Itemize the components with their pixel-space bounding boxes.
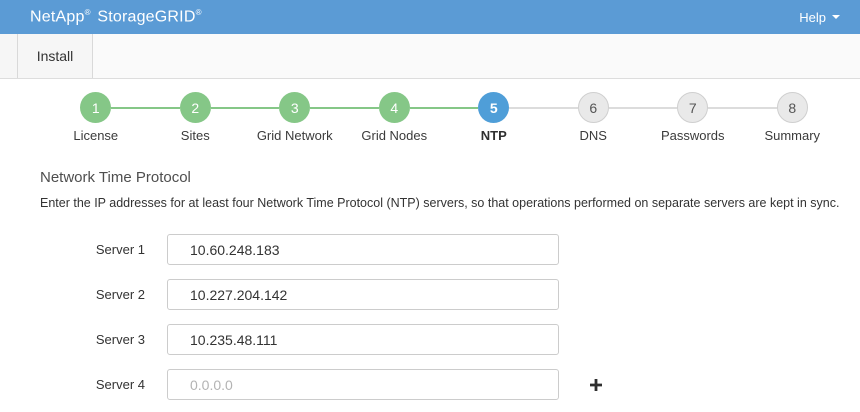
server-4-input[interactable] — [167, 369, 559, 400]
step-connector — [310, 107, 379, 109]
app-header: NetApp® StorageGRID® Help — [0, 0, 860, 34]
server-2-row: Server 2 — [40, 279, 860, 310]
help-menu[interactable]: Help — [799, 10, 840, 25]
step-label: License — [73, 128, 119, 143]
registered-mark: ® — [84, 7, 91, 17]
step-license[interactable]: 1 License — [46, 92, 146, 143]
step-ntp[interactable]: 5 NTP — [409, 92, 544, 143]
step-circle: 3 — [279, 92, 311, 123]
tab-install-label: Install — [36, 48, 74, 64]
page-title: Network Time Protocol — [40, 169, 191, 186]
tabbar-edge-cell — [0, 34, 18, 78]
server-3-row: Server 3 — [40, 324, 860, 355]
server-1-row: Server 1 — [40, 234, 860, 265]
brand-storagegrid: StorageGRID — [97, 8, 196, 26]
brand-title: NetApp® StorageGRID® — [30, 8, 204, 26]
step-circle: 5 — [478, 92, 510, 123]
step-circle: 8 — [776, 92, 808, 123]
server-1-input[interactable] — [167, 234, 559, 265]
step-connector — [708, 107, 777, 109]
help-label: Help — [799, 9, 826, 25]
step-grid-nodes[interactable]: 4 Grid Nodes — [310, 92, 445, 143]
install-stepper: 1 License 2 Sites 3 Grid Network 4 Grid … — [46, 92, 842, 143]
step-connector — [608, 107, 678, 109]
server-3-label: Server 3 — [95, 332, 145, 347]
step-summary[interactable]: 8 Summary — [708, 92, 843, 143]
step-label: Grid Nodes — [361, 128, 428, 143]
server-4-label: Server 4 — [95, 377, 145, 392]
page-description: Enter the IP addresses for at least four… — [40, 196, 840, 210]
caret-down-icon — [832, 15, 840, 19]
step-label: Grid Network — [256, 128, 333, 143]
server-1-label: Server 1 — [95, 242, 145, 257]
step-connector — [111, 107, 180, 109]
step-label: DNS — [579, 128, 607, 143]
step-label: NTP — [480, 128, 507, 143]
tab-install[interactable]: Install — [18, 34, 93, 78]
step-label: Sites — [180, 128, 210, 143]
server-3-input[interactable] — [167, 324, 559, 355]
add-server-button[interactable] — [587, 376, 605, 394]
brand-netapp: NetApp — [30, 8, 85, 26]
server-2-input[interactable] — [167, 279, 559, 310]
step-circle: 7 — [677, 92, 709, 123]
nav-tabbar: Install — [0, 34, 860, 79]
registered-mark: ® — [195, 7, 202, 17]
server-4-row: Server 4 — [40, 369, 860, 400]
server-2-label: Server 2 — [95, 287, 145, 302]
step-connector — [509, 107, 578, 109]
ntp-form: Server 1 Server 2 Server 3 Server 4 — [0, 234, 860, 400]
step-sites[interactable]: 2 Sites — [111, 92, 246, 143]
step-label: Passwords — [660, 128, 725, 143]
step-circle: 2 — [179, 92, 211, 123]
step-circle: 4 — [378, 92, 410, 123]
step-dns[interactable]: 6 DNS — [509, 92, 644, 143]
step-label: Summary — [764, 128, 821, 143]
step-circle: 6 — [577, 92, 609, 123]
plus-icon — [590, 378, 602, 391]
step-grid-network[interactable]: 3 Grid Network — [210, 92, 345, 143]
step-connector — [409, 107, 479, 109]
step-passwords[interactable]: 7 Passwords — [608, 92, 743, 143]
step-circle: 1 — [80, 92, 112, 123]
step-connector — [210, 107, 280, 109]
